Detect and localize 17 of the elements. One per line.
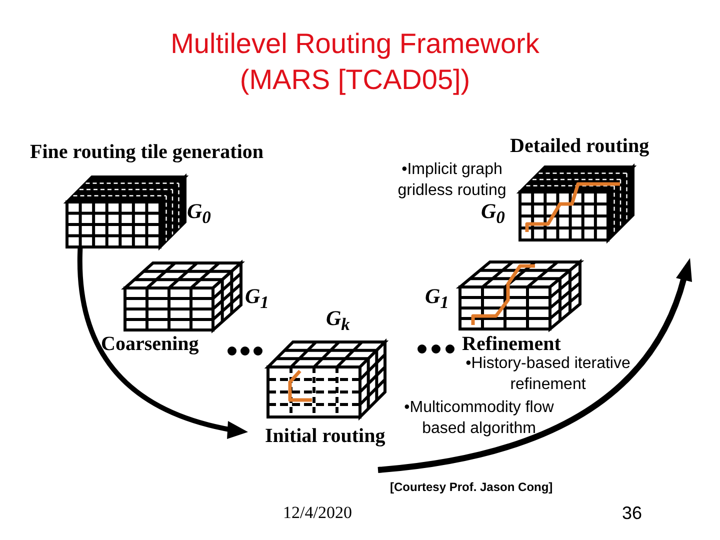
level-label: G$_{k}$ <box>326 306 350 336</box>
step-label: Coarsening <box>101 333 199 356</box>
bullet-text: •Multicommodity flow based algorithm <box>403 398 555 439</box>
bullet-text: •Implicit graph gridless routing <box>396 160 508 201</box>
level-label: G$_{0}$ <box>187 199 211 228</box>
date-text: 12/4/2020 <box>283 503 352 523</box>
step-label: Refinement <box>462 333 561 356</box>
bullet-text: •History-based iterative refinement <box>464 354 632 395</box>
level-label: G$_{0}$ <box>481 199 505 228</box>
section-heading: Detailed routing <box>510 135 650 158</box>
credit-note: [Courtesy Prof. Jason Cong] <box>390 480 553 494</box>
slide-title: Multilevel Routing Framework (MARS [TCAD05]) <box>170 27 540 97</box>
section-heading: Fine routing tile generation <box>30 141 264 164</box>
page-number: 36 <box>622 503 642 524</box>
step-label: Initial routing <box>265 425 386 448</box>
level-label: G$_{1}$ <box>425 284 449 314</box>
level-label: G$_{1}$ <box>245 284 269 314</box>
